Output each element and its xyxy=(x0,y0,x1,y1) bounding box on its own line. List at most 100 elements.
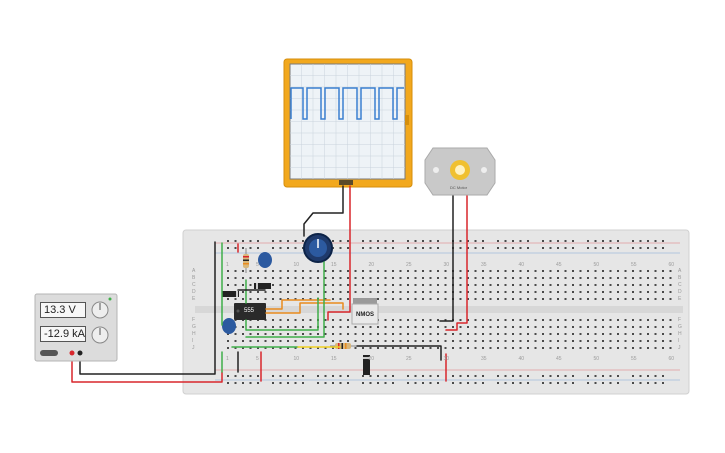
breadboard-hole xyxy=(339,270,342,272)
breadboard-hole xyxy=(549,240,552,242)
breadboard-hole xyxy=(362,375,364,377)
breadboard-hole xyxy=(309,333,312,335)
breadboard-hole xyxy=(572,340,574,342)
breadboard-hole xyxy=(444,347,447,349)
breadboard-hole xyxy=(474,340,477,342)
breadboard-hole xyxy=(482,284,484,286)
breadboard-hole xyxy=(362,247,364,249)
breadboard-hole xyxy=(302,277,304,279)
breadboard-hole xyxy=(369,270,372,272)
negative-terminal[interactable] xyxy=(77,350,83,356)
capacitor-top[interactable] xyxy=(258,252,272,268)
breadboard-hole xyxy=(467,240,469,242)
breadboard-hole xyxy=(669,277,672,279)
breadboard-hole xyxy=(557,247,559,249)
breadboard-hole xyxy=(662,277,664,279)
breadboard-hole xyxy=(279,247,282,249)
breadboard-hole xyxy=(519,240,522,242)
breadboard-hole xyxy=(549,375,552,377)
breadboard-hole xyxy=(662,298,664,300)
breadboard-hole xyxy=(662,382,664,384)
breadboard-hole xyxy=(594,270,597,272)
diode-left[interactable] xyxy=(222,291,239,297)
breadboard-hole xyxy=(302,375,304,377)
breadboard-hole xyxy=(467,319,469,321)
diode-right[interactable] xyxy=(254,283,271,289)
breadboard-hole xyxy=(504,340,507,342)
wires[interactable] xyxy=(71,185,468,383)
dc-motor[interactable] xyxy=(424,147,496,196)
breadboard-hole xyxy=(647,284,649,286)
breadboard-hole xyxy=(429,284,432,286)
resistor-vertical[interactable] xyxy=(243,248,249,273)
breadboard-hole xyxy=(287,347,289,349)
nmos-transistor[interactable] xyxy=(351,298,379,325)
breadboard-hole xyxy=(564,240,567,242)
breadboard-hole xyxy=(249,240,252,242)
breadboard-hole xyxy=(279,270,282,272)
breadboard-hole xyxy=(392,298,394,300)
capacitor-bottom[interactable] xyxy=(222,318,236,334)
breadboard-hole xyxy=(377,284,379,286)
breadboard-hole xyxy=(489,284,492,286)
breadboard-hole xyxy=(617,333,619,335)
breadboard-hole xyxy=(587,326,589,328)
breadboard-hole xyxy=(542,277,544,279)
breadboard-hole xyxy=(639,247,642,249)
breadboard-hole xyxy=(309,326,312,328)
breadboard-hole xyxy=(624,340,627,342)
breadboard-hole xyxy=(654,291,657,293)
breadboard-hole xyxy=(302,319,304,321)
breadboard-hole xyxy=(504,382,507,384)
oscilloscope[interactable] xyxy=(283,58,413,188)
breadboard-hole xyxy=(467,277,469,279)
breadboard-hole xyxy=(617,277,619,279)
breadboard-hole xyxy=(654,347,657,349)
breadboard-hole xyxy=(362,240,364,242)
breadboard-hole xyxy=(339,240,342,242)
breadboard-hole xyxy=(324,298,327,300)
breadboard-hole xyxy=(662,284,664,286)
column-number: 40 xyxy=(518,262,525,268)
breadboard-hole xyxy=(564,247,567,249)
breadboard-hole xyxy=(384,240,387,242)
breadboard-hole xyxy=(534,270,537,272)
breadboard-hole xyxy=(324,347,327,349)
breadboard-hole xyxy=(542,298,544,300)
breadboard-hole xyxy=(639,298,642,300)
breadboard-hole xyxy=(354,291,357,293)
breadboard-hole xyxy=(384,333,387,335)
row-letter: E xyxy=(678,296,682,302)
breadboard-hole xyxy=(654,382,657,384)
breadboard-hole xyxy=(302,284,304,286)
breadboard[interactable] xyxy=(182,229,690,395)
breadboard-hole xyxy=(272,247,274,249)
breadboard-hole xyxy=(497,382,499,384)
breadboard-hole xyxy=(617,291,619,293)
breadboard-hole xyxy=(639,347,642,349)
breadboard-hole xyxy=(422,291,424,293)
breadboard-hole xyxy=(249,340,252,342)
potentiometer[interactable] xyxy=(303,233,333,263)
breadboard-hole xyxy=(339,319,342,321)
diode-vertical[interactable] xyxy=(363,355,370,375)
breadboard-hole xyxy=(459,291,462,293)
breadboard-hole xyxy=(399,270,402,272)
timer-555-chip[interactable] xyxy=(234,303,266,320)
breadboard-hole xyxy=(639,319,642,321)
positive-terminal[interactable] xyxy=(69,350,75,356)
breadboard-hole xyxy=(429,298,432,300)
breadboard-hole xyxy=(317,333,319,335)
scope-side-control[interactable] xyxy=(405,115,409,125)
breadboard-hole xyxy=(369,291,372,293)
breadboard-hole xyxy=(557,291,559,293)
breadboard-hole xyxy=(249,333,252,335)
scope-terminals[interactable] xyxy=(339,180,353,185)
breadboard-hole xyxy=(317,382,319,384)
breadboard-hole xyxy=(384,291,387,293)
power-switch[interactable] xyxy=(40,350,58,356)
breadboard-hole xyxy=(474,270,477,272)
breadboard-hole xyxy=(617,298,619,300)
breadboard-hole xyxy=(594,340,597,342)
